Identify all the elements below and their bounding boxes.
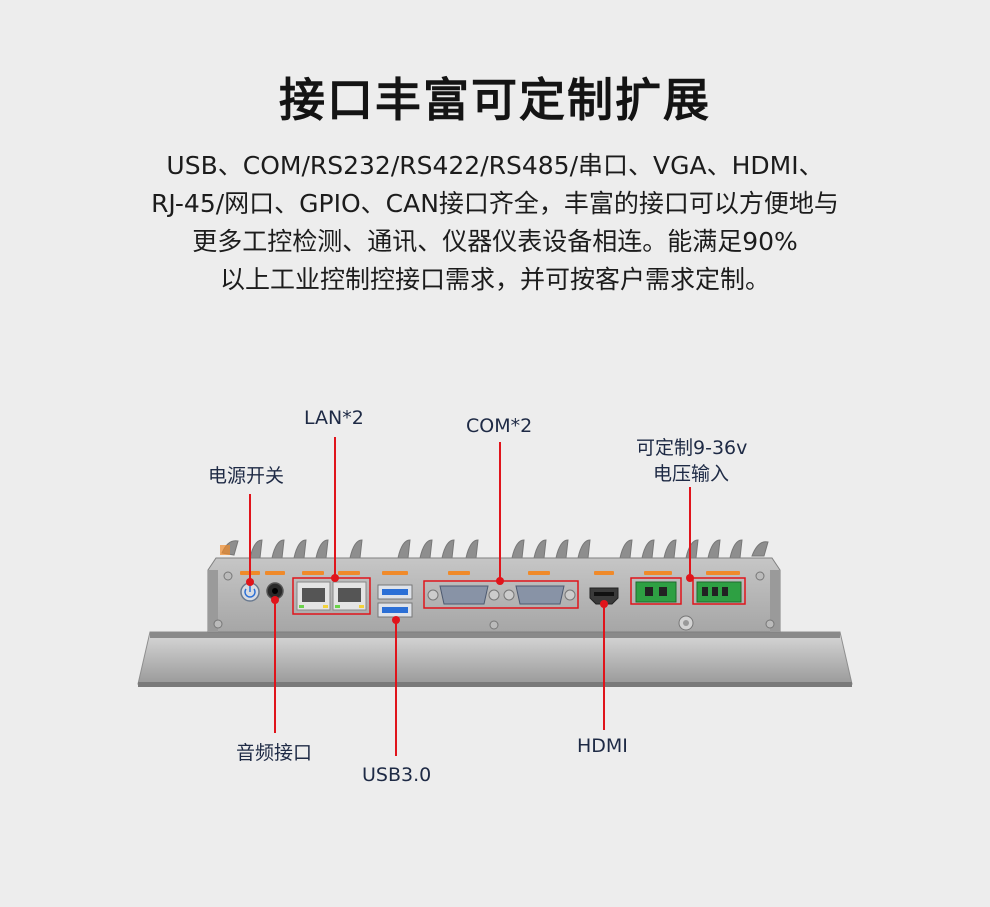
power-button-icon (240, 582, 260, 602)
lan-ports (292, 577, 371, 615)
description-line-3: 更多工控检测、通讯、仪器仪表设备相连。能满足90% (192, 227, 798, 256)
power-terminals (630, 577, 746, 631)
label-power-input-line2: 电压输入 (652, 463, 729, 485)
callout-lines (249, 437, 691, 756)
label-power-switch: 电源开关 (208, 465, 285, 487)
label-lan: LAN*2 (304, 407, 364, 429)
front-bezel (137, 631, 853, 687)
label-power-input-line1: 可定制9-36v (636, 437, 748, 459)
usb-ports (377, 584, 413, 618)
heatsink-fins (221, 539, 769, 559)
audio-jack-icon (266, 582, 284, 600)
callout-dots (246, 574, 694, 624)
label-power-input: 可定制9-36v 电压输入 (636, 435, 748, 487)
label-com: COM*2 (466, 415, 533, 437)
label-audio: 音频接口 (236, 742, 313, 764)
description-line-4: 以上工业控制控接口需求，并可按客户需求定制。 (219, 265, 770, 294)
description-line-1: USB、COM/RS232/RS422/RS485/串口、VGA、HDMI、 (166, 151, 824, 180)
label-usb: USB3.0 (362, 764, 432, 786)
page-title: 接口丰富可定制扩展 (279, 73, 711, 127)
hdmi-port (589, 587, 619, 605)
label-hdmi: HDMI (577, 735, 628, 757)
description-line-2: RJ-45/网口、GPIO、CAN接口齐全，丰富的接口可以方便地与 (151, 189, 839, 218)
